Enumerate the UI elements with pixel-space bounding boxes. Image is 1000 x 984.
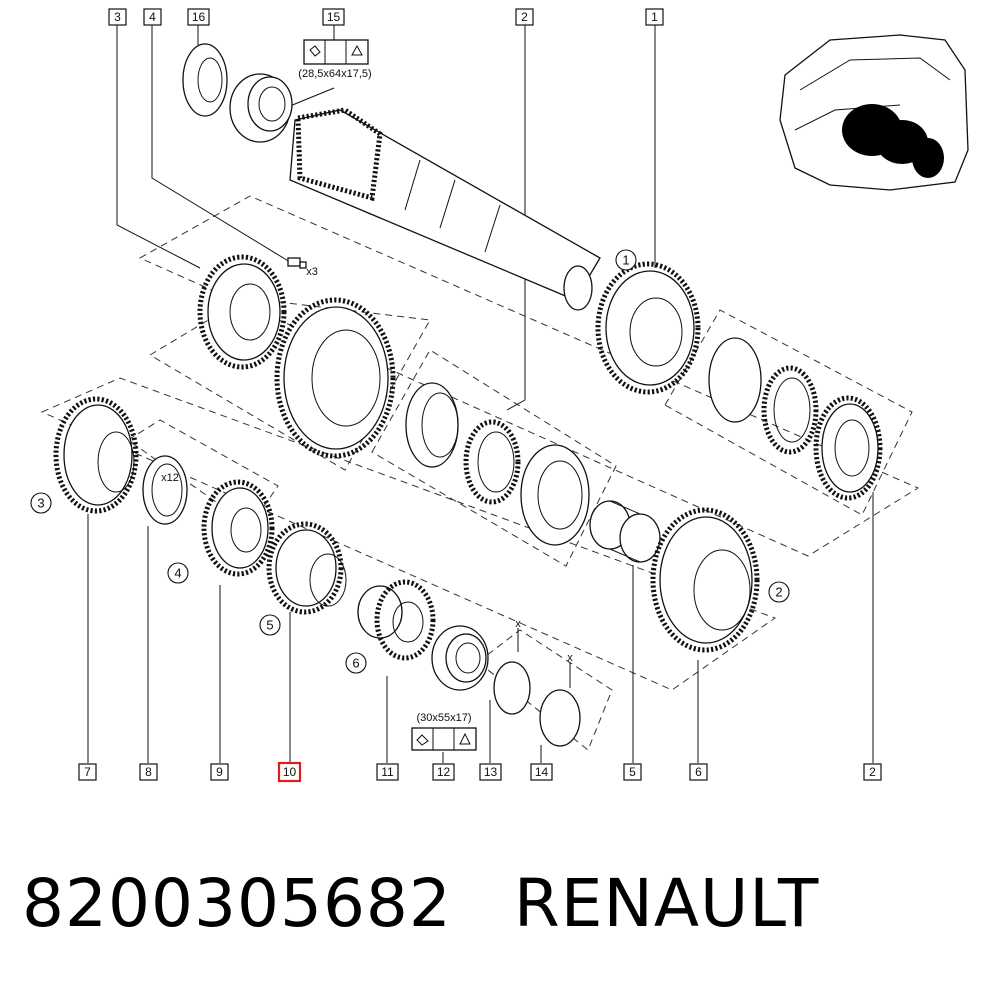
synchro-hub-part-3 — [197, 254, 287, 370]
callout-bottom-8: 8 — [145, 765, 152, 779]
callout-bottom-9: 9 — [216, 765, 223, 779]
callout-bottom-11: 11 — [381, 765, 394, 779]
callout-top-1: 1 — [651, 10, 658, 24]
top-callouts: 3 4 16 15 2 1 — [108, 8, 664, 26]
callout-bottom-14: 14 — [535, 765, 549, 779]
part-number: 8200305682 — [22, 864, 452, 942]
circle-label-2: 2 — [775, 585, 782, 600]
callout-bottom-10-highlighted: 10 — [283, 765, 297, 779]
bearing-part-12 — [431, 625, 489, 691]
synchro-rings-right-group — [708, 337, 883, 501]
circlip-part-14: x — [539, 652, 581, 747]
circled-gear-labels: 1 2 3 4 5 6 — [30, 249, 790, 674]
bearing-part-15 — [229, 73, 293, 143]
key-parts-x3: x3 — [287, 257, 318, 278]
callout-top-2: 2 — [521, 10, 528, 24]
qty-x12-label: x12 — [161, 472, 179, 484]
bearing-15-spec-box: (28,5x64x17,5) — [298, 39, 372, 80]
qty-x3-label: x3 — [306, 266, 318, 278]
callout-bottom-6: 6 — [695, 765, 702, 779]
callout-top-16: 16 — [192, 10, 206, 24]
leader-lines — [87, 24, 874, 763]
circle-label-3: 3 — [37, 496, 44, 511]
bottom-callouts: 7 8 9 10 11 12 13 14 5 6 2 — [78, 761, 882, 783]
clip-x-label-1: x — [515, 618, 521, 630]
circle-label-5: 5 — [266, 618, 273, 633]
bearing-15-size: (28,5x64x17,5) — [298, 68, 371, 80]
circle-label-1: 1 — [622, 253, 629, 268]
circlip-part-13: x — [493, 618, 531, 715]
gear-part-1 — [595, 261, 701, 395]
gear-part-11 — [357, 579, 436, 661]
brand-name: RENAULT — [513, 864, 820, 942]
bearing-12-size: (30x55x17) — [416, 712, 471, 724]
ring-part-8: x12 — [142, 455, 188, 525]
circle-label-6: 6 — [352, 656, 359, 671]
callout-bottom-13: 13 — [484, 765, 498, 779]
synchro-rings-group — [405, 382, 590, 546]
callout-top-15: 15 — [327, 10, 341, 24]
gearbox-housing-thumbnail — [779, 34, 969, 191]
callout-bottom-2: 2 — [869, 765, 876, 779]
main-shaft — [289, 107, 601, 311]
exploded-gearbox-diagram: x3 x12 — [30, 8, 969, 783]
callout-bottom-7: 7 — [84, 765, 91, 779]
callout-top-4: 4 — [149, 10, 156, 24]
bushing-part-5 — [589, 500, 661, 563]
callout-bottom-12: 12 — [437, 765, 451, 779]
clip-x-label-2: x — [567, 652, 573, 664]
gear-part-7 — [53, 396, 139, 514]
circle-label-4: 4 — [174, 566, 181, 581]
callout-top-3: 3 — [114, 10, 121, 24]
gear-ring-part-3 — [274, 297, 396, 459]
callout-bottom-5: 5 — [629, 765, 636, 779]
circlip-part-16 — [182, 43, 228, 117]
part-footer: 8200305682 RENAULT — [22, 858, 982, 948]
gear-part-9 — [201, 479, 275, 577]
bearing-12-spec-box: (30x55x17) — [411, 712, 477, 751]
gear-part-10 — [266, 521, 347, 615]
gear-part-6 — [650, 507, 760, 653]
